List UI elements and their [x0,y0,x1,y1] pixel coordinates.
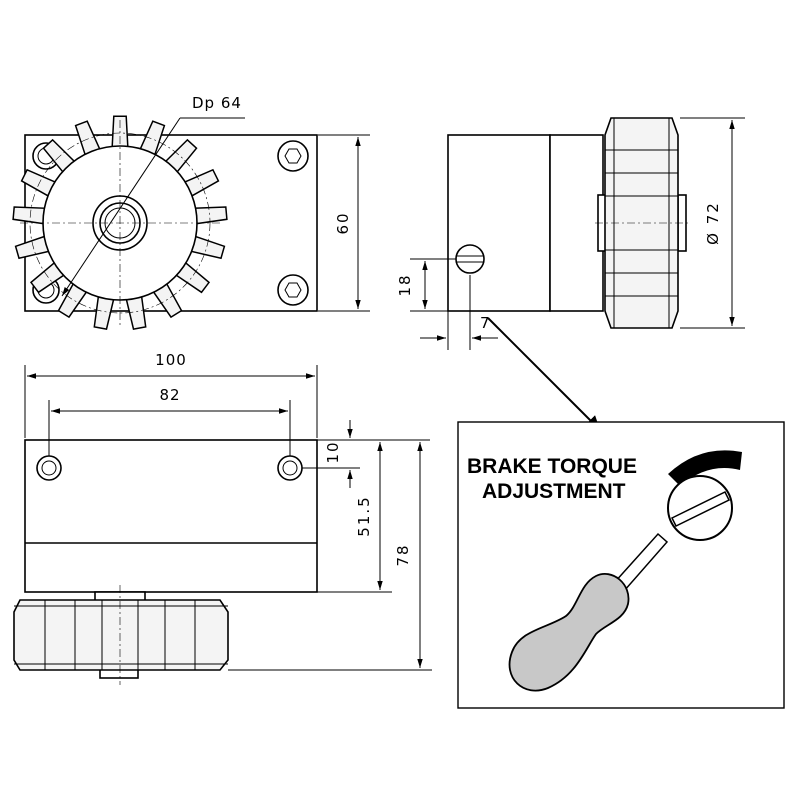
depth-51-5-label: 51.5 [355,495,373,536]
gear-side-profile [595,117,690,329]
pitch-diameter-label: Dp 64 [192,94,242,112]
callout-title-line1: BRAKE TORQUE [467,455,637,478]
mounting-hole-top-right [277,140,309,172]
width-82-label: 82 [159,386,180,404]
height-18-label: 18 [396,273,414,296]
mounting-hole-bottom-right [277,274,309,306]
diameter-72-label: Ø 72 [704,201,722,245]
callout-title-line2: ADJUSTMENT [482,480,626,503]
offset-7-label: 7 [480,314,491,332]
motor-body-top [24,439,318,593]
gear-top-profile [13,585,229,685]
width-100-label: 100 [155,351,187,369]
rotation-arrow-icon [668,450,742,486]
motor-body-side [447,134,551,312]
depth-78-label: 78 [394,543,412,566]
side-view: Ø 72 18 7 [396,117,745,431]
top-view: 100 82 10 51.5 78 [13,351,432,685]
front-view: Dp 64 60 [12,94,370,330]
screwdriver-icon [508,532,669,692]
motor-cap-side [549,134,604,312]
brake-torque-callout: BRAKE TORQUE ADJUSTMENT [457,421,785,709]
height-60-label: 60 [334,211,352,234]
depth-10-label: 10 [324,440,342,463]
